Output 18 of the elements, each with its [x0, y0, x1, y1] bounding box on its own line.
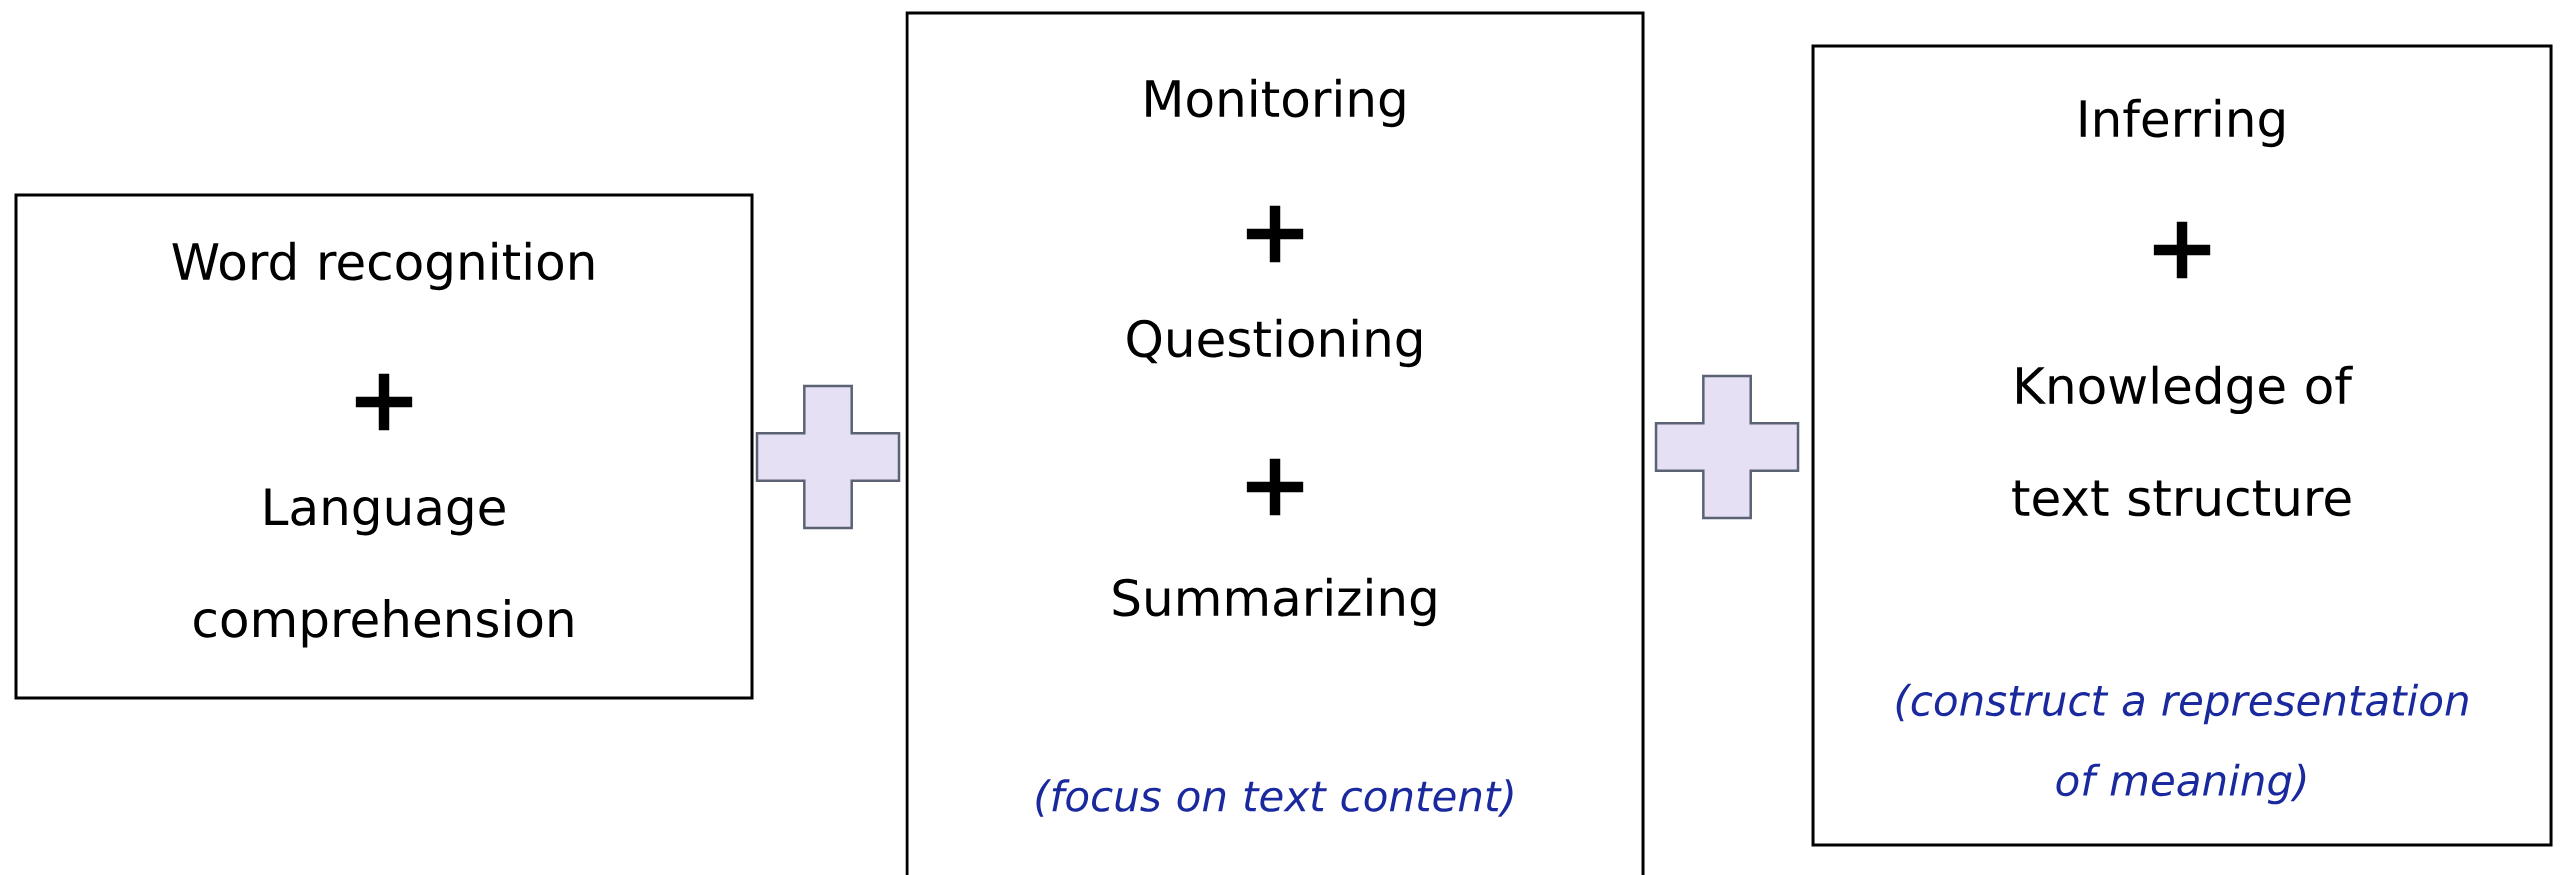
- plus-shape: [755, 384, 901, 530]
- plus-shape: [1654, 374, 1800, 520]
- step-text: Inferring: [2080, 98, 2284, 148]
- plus-sign: +: [2153, 221, 2211, 279]
- plus-sign: +: [1246, 458, 1304, 516]
- step-box: [905, 11, 1645, 875]
- plus-sign: +: [1246, 205, 1304, 263]
- step-text: Summarizing: [1113, 577, 1436, 627]
- step-text: Questioning: [1127, 318, 1421, 368]
- step-text: Monitoring: [1146, 78, 1405, 128]
- step-text: Language comprehension: [194, 488, 573, 648]
- plus-sign: +: [355, 373, 413, 431]
- step-text: Knowledge of text structure: [2012, 365, 2353, 517]
- note-text: (construct a representation of meaning): [1896, 683, 2468, 805]
- step-box: [1811, 44, 2553, 847]
- step-box: [14, 193, 754, 700]
- step-text: Word recognition: [172, 241, 594, 291]
- note-text: (focus on text content): [1036, 779, 1513, 817]
